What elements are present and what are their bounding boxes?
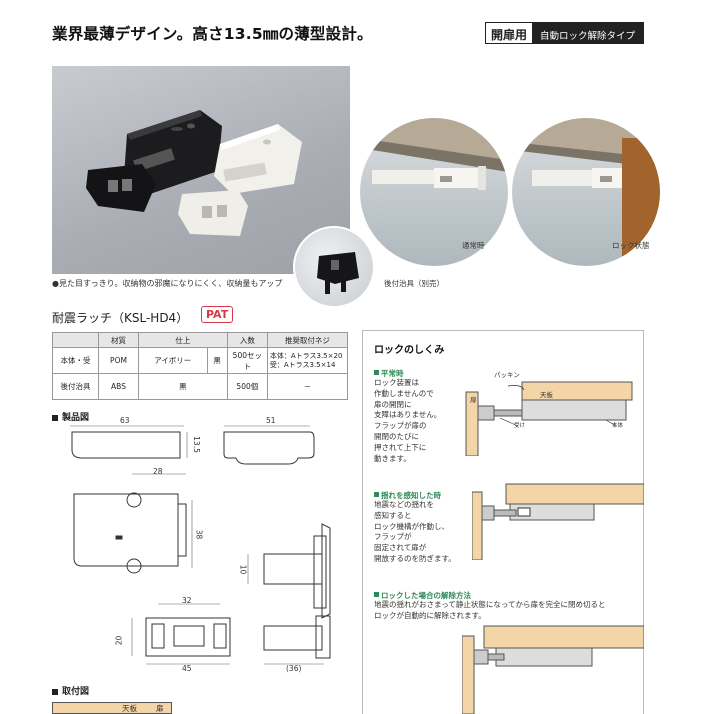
product-title: 耐震ラッチ（KSL-HD4） <box>52 311 189 325</box>
spec-header-finish: 仕上 <box>138 332 228 348</box>
spec-table: 材質 仕上 入数 推奨取付ネジ 本体・受 POM アイボリー 黒 500セット … <box>52 332 349 400</box>
product-photo <box>52 66 350 274</box>
mount-top-board <box>52 702 172 714</box>
spec-cell-material: POM <box>98 347 139 374</box>
normal-state-illustration <box>360 118 508 190</box>
spec-cell-screw: － <box>266 373 349 400</box>
text-line: 支障はありません。 <box>374 410 442 420</box>
normal-state-caption: 通常時 <box>462 241 485 250</box>
text-line: フラップが扉の <box>374 421 427 431</box>
dim-63: 63 <box>120 416 130 425</box>
spec-cell-qty: 500セット <box>226 347 268 374</box>
latch-photo-illustration <box>86 110 302 236</box>
locked-state-photo <box>512 118 660 266</box>
spec-cell-qty: 500個 <box>226 373 268 400</box>
spec-screw-receiver: 受：Aトラス3.5×14 <box>269 360 336 369</box>
spec-header-screw: 推奨取付ネジ <box>266 332 349 348</box>
label-packing: パッキン <box>494 371 520 379</box>
normal-state-heading: 平常時 <box>374 368 404 379</box>
dim-32: 32 <box>182 596 192 605</box>
label-top: 天板 <box>540 391 553 399</box>
label-body: 本体 <box>612 423 624 429</box>
spec-cell-screw: 本体：Aトラス3.5×20 受：Aトラス3.5×14 <box>266 347 349 374</box>
dim-20: 20 <box>114 635 124 646</box>
door-type-sub: 自動ロック解除タイプ <box>532 23 644 43</box>
dim-38: 38 <box>194 529 204 540</box>
text-line: 固定されて扉が <box>374 543 427 553</box>
text-line: ロック装置は <box>374 378 419 387</box>
text-line: 開放するのを防ぎます。 <box>374 553 456 563</box>
spec-cell-finish-black: 黒 <box>206 347 228 374</box>
normal-state-diagram <box>465 381 633 456</box>
spec-cell-name: 本体・受 <box>52 347 99 374</box>
label-door: 扉 <box>470 396 477 404</box>
product-drawing-heading: 製品図 <box>52 410 89 423</box>
product-drawing-label: 製品図 <box>62 413 90 423</box>
jig-illustration <box>317 252 359 294</box>
photo-caption: ●見た目すっきり。収納物の邪魔になりにくく、収納量もアップ <box>52 279 283 288</box>
spec-header-empty <box>52 332 99 348</box>
dim-10: 10 <box>238 564 248 575</box>
quake-state-heading: 揺れを感知した時 <box>374 490 441 501</box>
normal-state-text: ロック装置は 作動しませんので 扉の開閉に 支障はありません。 フラップが扉の … <box>374 378 441 464</box>
quake-state-text: 地震などの揺れを 感知すると ロック機構が作動し、 フラップが 固定されて扉が … <box>374 500 456 565</box>
dim-13-5: 13.5 <box>191 436 201 453</box>
release-diagram <box>462 625 644 714</box>
dim-51: 51 <box>266 416 276 425</box>
mount-door-label: 扉 <box>156 704 164 713</box>
label-receiver: 受け <box>514 423 526 429</box>
door-type-main: 開扉用 <box>486 23 533 43</box>
table-row: 後付治具 ABS 黒 500個 － <box>52 373 349 400</box>
locked-state-illustration <box>512 118 660 266</box>
product-drawings <box>70 425 331 665</box>
text-line: ロックが自動的に解除されます。 <box>374 610 486 620</box>
spec-screw-body: 本体：Aトラス3.5×20 <box>269 351 343 360</box>
normal-state-photo <box>360 118 508 266</box>
spec-cell-name: 後付治具 <box>52 373 99 400</box>
locked-state-caption: ロック状態 <box>612 241 650 250</box>
text-line: 作動しませんので <box>374 388 434 398</box>
lock-mechanism-title: ロックのしくみ <box>374 345 445 356</box>
mount-drawing-heading: 取付図 <box>52 684 89 697</box>
text-line: 開閉のたびに <box>374 431 419 441</box>
text-line: 扉の開閉に <box>374 399 412 409</box>
spec-cell-finish-ivory: アイボリー <box>138 347 208 374</box>
dim-36: (36) <box>286 664 302 673</box>
dim-28: 28 <box>153 467 163 476</box>
dim-45: 45 <box>182 664 192 673</box>
text-line: 地震などの揺れを <box>374 500 434 509</box>
page-headline: 業界最薄デザイン。高さ13.5㎜の薄型設計。 <box>52 25 373 43</box>
text-line: 押されて上下に <box>374 442 427 452</box>
text-line: フラップが <box>374 532 412 542</box>
jig-caption: 後付治具（別売） <box>384 279 444 288</box>
lock-mechanism-panel <box>362 330 644 714</box>
mount-drawing-label: 取付図 <box>62 687 90 697</box>
release-heading: ロックした場合の解除方法 <box>374 590 471 601</box>
table-row: 本体・受 POM アイボリー 黒 500セット 本体：Aトラス3.5×20 受：… <box>52 347 349 374</box>
door-type-tag: 開扉用 自動ロック解除タイプ <box>485 22 645 44</box>
spec-cell-finish: 黒 <box>138 373 228 400</box>
retrofit-jig-photo <box>293 226 375 308</box>
spec-header-qty: 入数 <box>226 332 268 348</box>
spec-cell-material: ABS <box>98 373 139 400</box>
quake-state-diagram <box>472 483 644 560</box>
spec-header-material: 材質 <box>98 332 139 348</box>
mount-top-label: 天板 <box>122 704 137 713</box>
text-line: ロック機構が作動し、 <box>374 521 449 531</box>
text-line: 感知すると <box>374 510 412 520</box>
patent-badge: PAT <box>201 306 234 323</box>
text-line: 動きます。 <box>374 453 411 463</box>
release-text: 地震の揺れがおさまって静止状態になってから扉を完全に閉め切ると ロックが自動的に… <box>374 600 605 622</box>
spec-header-row: 材質 仕上 入数 推奨取付ネジ <box>52 332 349 348</box>
text-line: 地震の揺れがおさまって静止状態になってから扉を完全に閉め切ると <box>374 600 606 609</box>
